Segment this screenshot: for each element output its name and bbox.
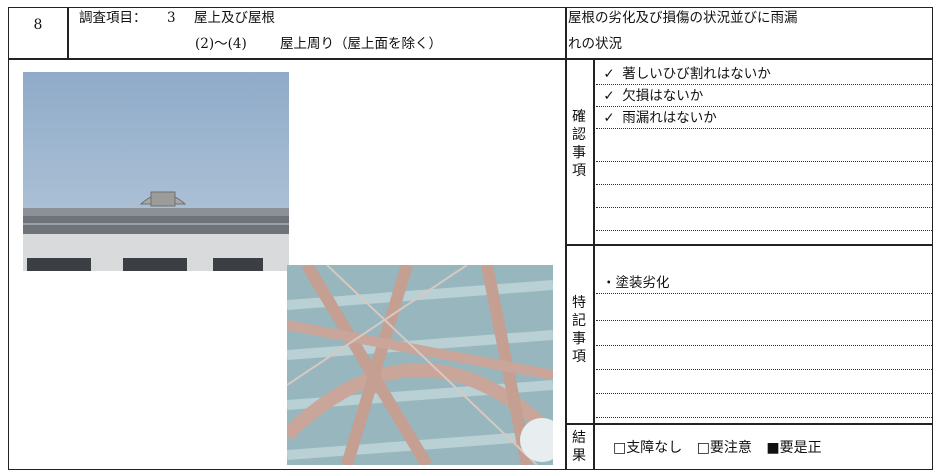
sub-range: (2)～(4) xyxy=(195,36,247,52)
description-divider xyxy=(565,8,567,469)
truss-photo-image xyxy=(287,265,553,465)
item-number: 8 xyxy=(33,17,43,33)
blank-line xyxy=(596,188,932,208)
item-no: 3 xyxy=(167,10,176,26)
result-options: □支障なし □要注意 ■要是正 xyxy=(613,439,822,457)
check-icon: ✓ xyxy=(603,88,615,104)
item-name: 屋上及び屋根 xyxy=(194,10,275,26)
roof-photo xyxy=(23,72,289,271)
result-option-caution[interactable]: □要注意 xyxy=(696,440,752,456)
notes-row: ・塗装劣化 xyxy=(596,274,932,294)
result-label: 結 果 xyxy=(572,430,586,464)
confirm-notes-divider xyxy=(565,244,932,246)
sub-name: 屋上周り（屋上面を除く） xyxy=(280,36,442,52)
label-divider xyxy=(593,58,595,469)
confirm-text: 欠損はないか xyxy=(622,88,704,104)
roof-photo-image xyxy=(23,72,289,271)
result-option-correction[interactable]: ■要是正 xyxy=(766,440,822,456)
confirm-text: 著しいひび割れはないか xyxy=(622,66,771,82)
blank-line xyxy=(596,398,932,418)
inspection-sheet: 8 調査項目： 3 屋上及び屋根 (2)～(4) 屋上周り（屋上面を除く） 屋根… xyxy=(8,7,933,470)
checkbox-empty-icon: □ xyxy=(613,440,627,456)
confirm-text: 雨漏れはないか xyxy=(622,110,717,126)
description-line1: 屋根の劣化及び損傷の状況並びに雨漏 xyxy=(568,10,798,26)
notes-label: 特 記 事 項 xyxy=(572,295,586,365)
check-icon: ✓ xyxy=(603,66,615,82)
confirm-label: 確 認 事 項 xyxy=(572,109,586,179)
blank-line xyxy=(596,374,932,394)
number-divider xyxy=(67,8,69,58)
description-line2: れの状況 xyxy=(568,36,622,52)
confirm-row: ✓ 欠損はないか xyxy=(596,87,932,107)
confirm-row: ✓ 雨漏れはないか xyxy=(596,109,932,129)
blank-line xyxy=(596,326,932,346)
notes-result-divider xyxy=(565,423,932,425)
checkbox-filled-icon: ■ xyxy=(766,440,780,456)
truss-photo xyxy=(287,265,553,465)
notes-text: ・塗装劣化 xyxy=(602,275,670,291)
confirm-row: ✓ 著しいひび割れはないか xyxy=(596,65,932,85)
blank-line xyxy=(596,301,932,321)
header-divider xyxy=(9,58,932,60)
blank-line xyxy=(596,142,932,162)
blank-line xyxy=(596,211,932,231)
result-option-ok[interactable]: □支障なし xyxy=(613,440,683,456)
blank-line xyxy=(596,350,932,370)
checkbox-empty-icon: □ xyxy=(696,440,710,456)
blank-line xyxy=(596,165,932,185)
check-icon: ✓ xyxy=(603,110,615,126)
item-label: 調査項目： xyxy=(79,10,147,26)
